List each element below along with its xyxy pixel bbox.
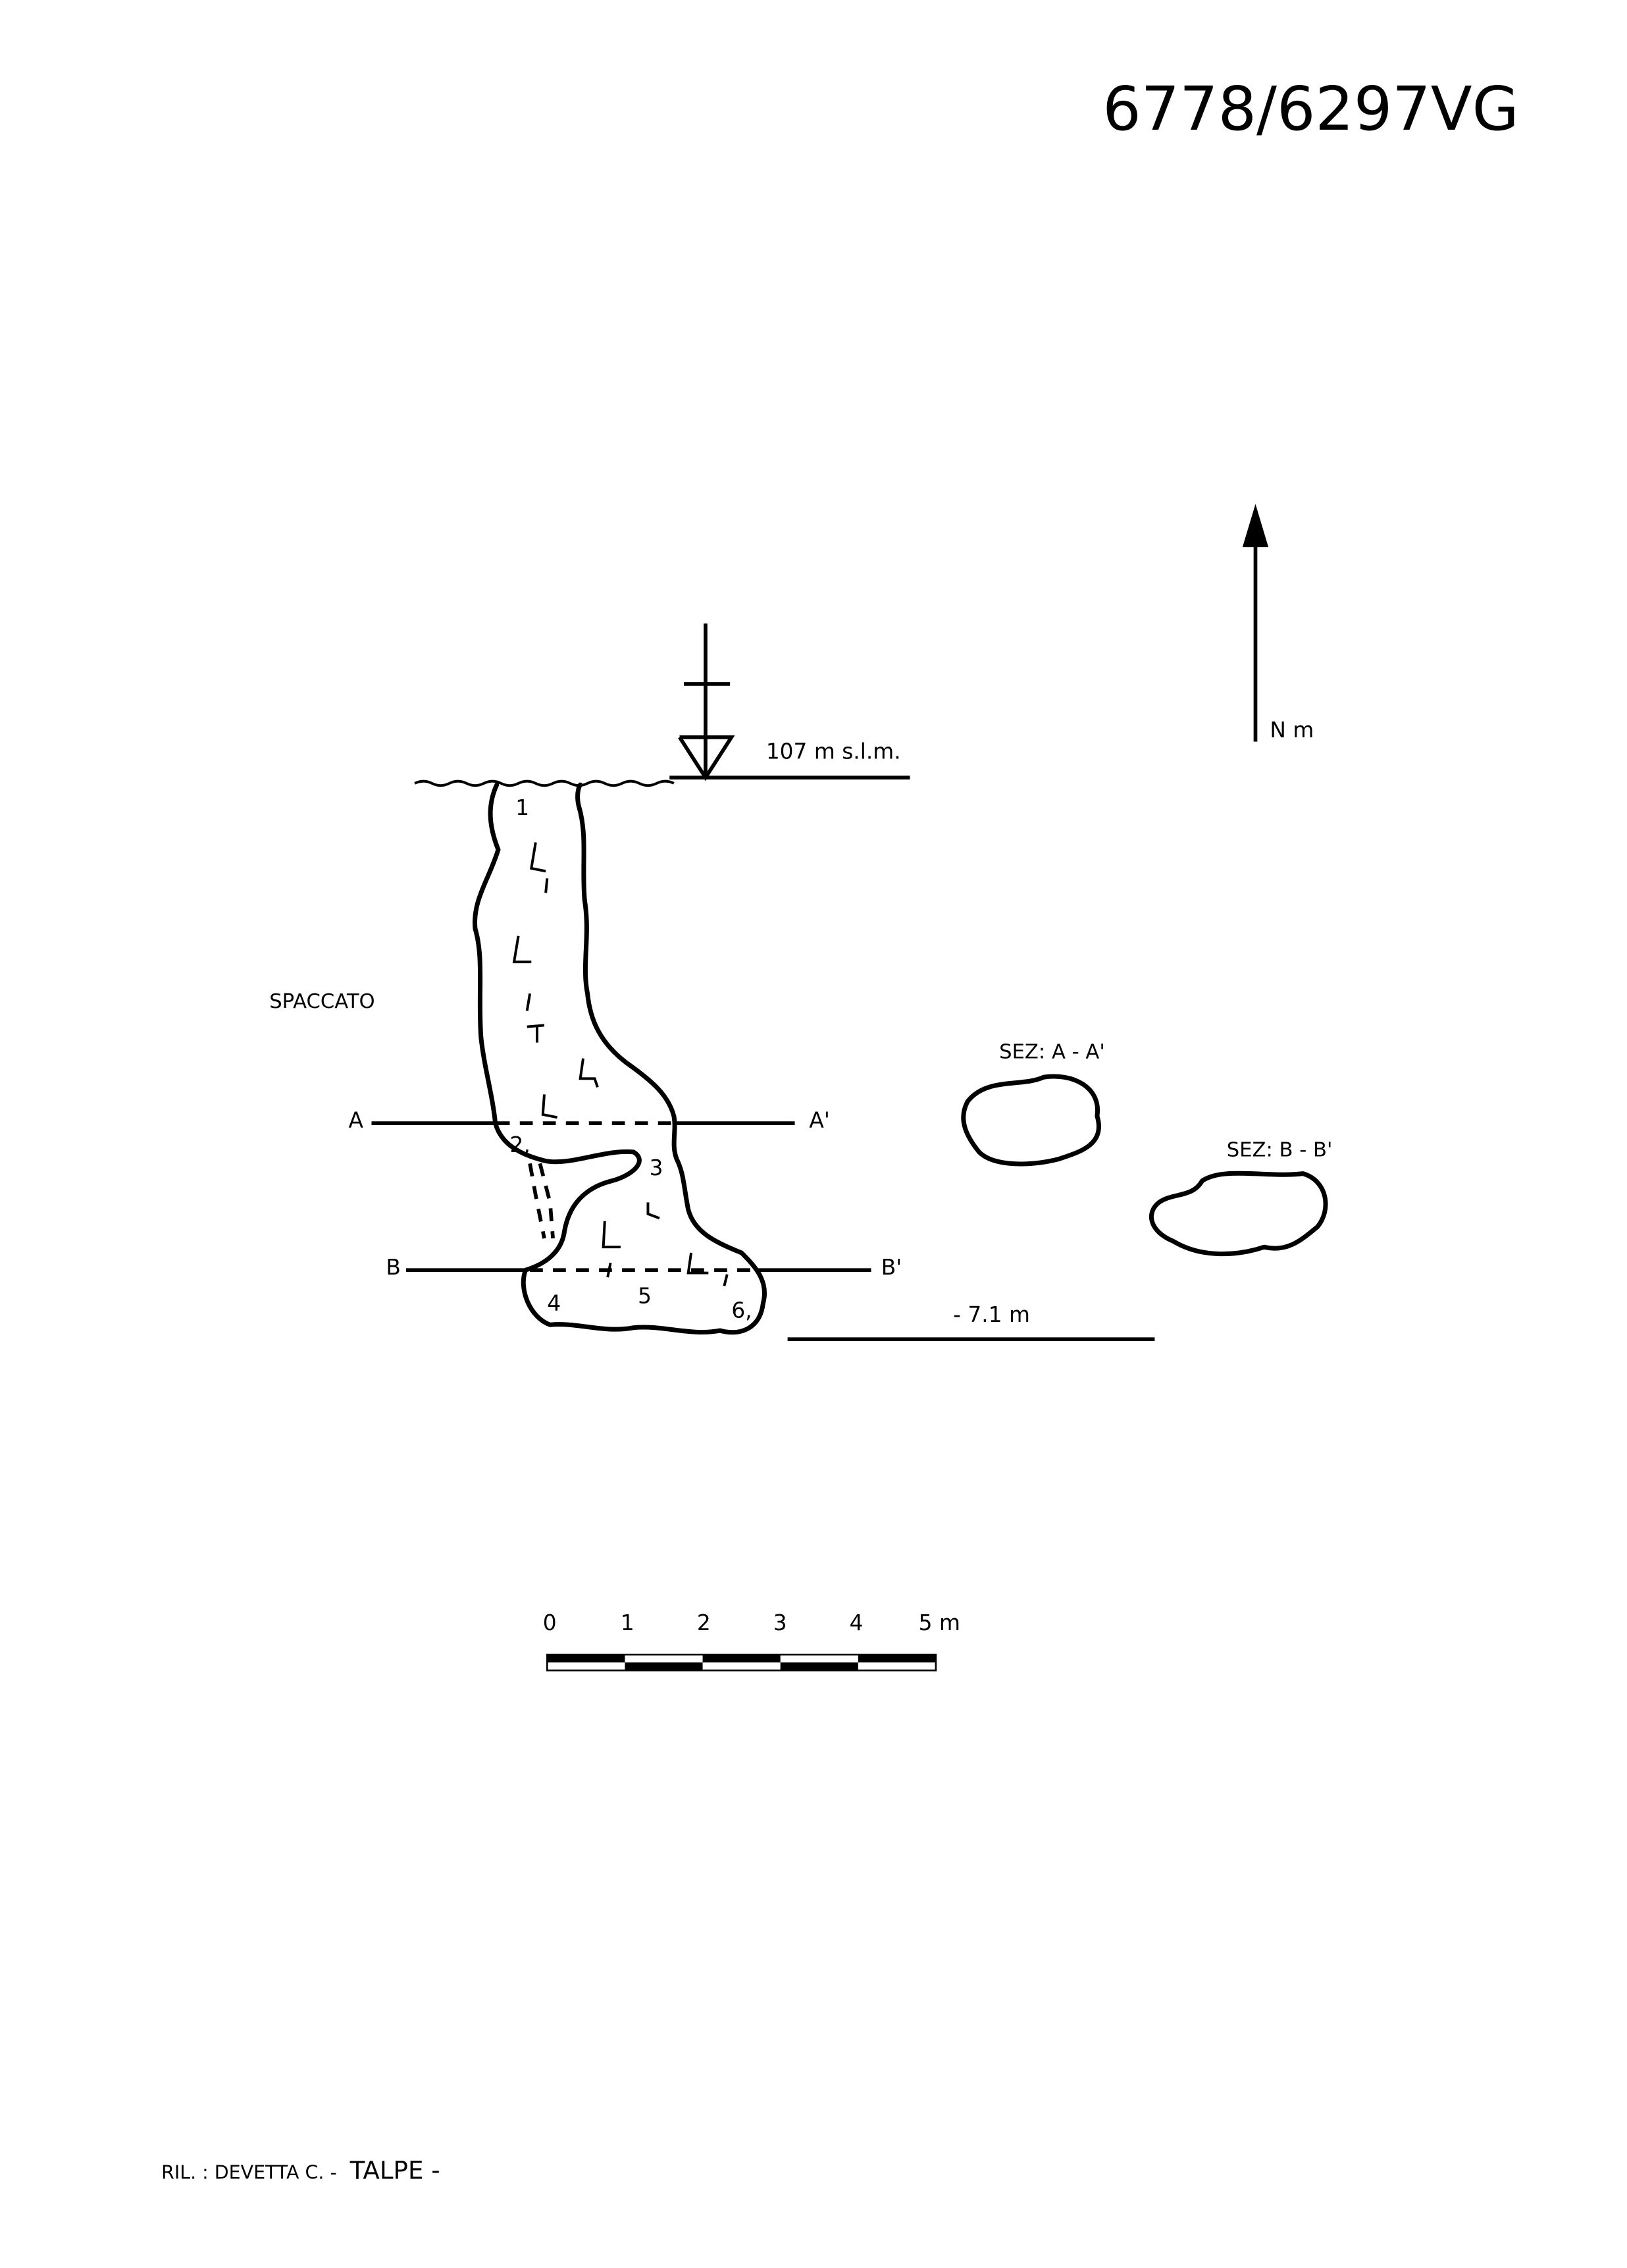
scale-bar: 0 1 2 3 4 5 m	[543, 1610, 960, 1672]
scale-tick-label: 3	[773, 1610, 787, 1635]
rock-fracture-marks	[512, 842, 729, 1286]
station-2: 2,	[509, 1132, 530, 1157]
station-6: 6,	[731, 1298, 752, 1323]
cave-id-title: 6778/6297VG	[1102, 74, 1519, 144]
scale-tick-label: 4	[850, 1610, 864, 1635]
inferred-passage	[528, 1163, 546, 1239]
section-a-end-label: A'	[809, 1108, 829, 1133]
section-b-shape	[1149, 1171, 1328, 1257]
north-label: N m	[1270, 718, 1314, 743]
elevation-label: 107 m s.l.m.	[766, 739, 901, 764]
scale-tick-label: 0	[543, 1610, 557, 1635]
ground-surface	[414, 779, 675, 787]
north-arrow-icon	[1242, 504, 1269, 742]
section-b-title: SEZ: B - B'	[1227, 1138, 1333, 1161]
station-1: 1	[515, 795, 529, 820]
credit-surveyor: RIL. : DEVETTA C. -	[161, 2161, 337, 2183]
section-b-end-label: B'	[881, 1255, 902, 1280]
station-4: 4	[547, 1290, 561, 1315]
credit-line: RIL. : DEVETTA C. - TALPE -	[161, 2155, 440, 2184]
view-label-spaccato: SPACCATO	[269, 990, 374, 1013]
station-3: 3	[650, 1155, 663, 1180]
station-5: 5	[638, 1284, 652, 1309]
credit-group: TALPE -	[349, 2155, 440, 2184]
section-a-shape	[961, 1074, 1101, 1167]
cave-profile-outline	[473, 782, 767, 1335]
scale-tick-label: 1	[621, 1610, 634, 1635]
depth-label: - 7.1 m	[953, 1302, 1030, 1327]
scale-tick-label: 5 m	[919, 1610, 960, 1635]
section-a-start-label: A	[349, 1108, 364, 1133]
section-a-title: SEZ: A - A'	[999, 1041, 1105, 1064]
elevation-datum-icon	[678, 623, 735, 781]
section-b-start-label: B	[386, 1255, 401, 1280]
inferred-passage	[538, 1163, 555, 1239]
scale-tick-label: 2	[697, 1610, 711, 1635]
